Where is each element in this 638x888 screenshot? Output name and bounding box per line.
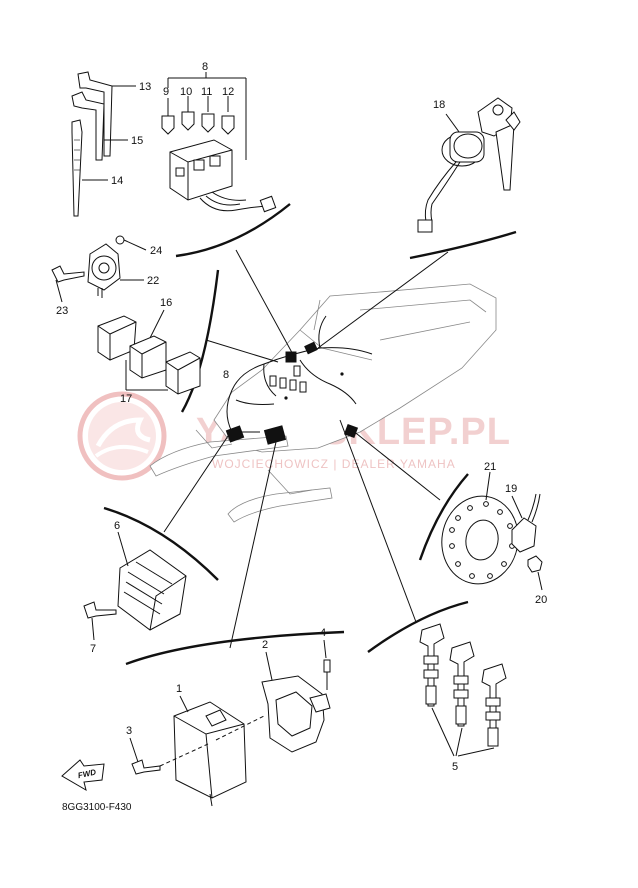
- callout-10: 10: [180, 86, 192, 98]
- forward-arrow-label: FWD: [77, 768, 97, 781]
- callout-1: 1: [176, 683, 182, 695]
- callout-23: 23: [56, 305, 68, 317]
- regulator-group: [83, 531, 187, 641]
- callout-22: 22: [147, 275, 159, 287]
- rotor-group: [441, 471, 543, 591]
- callout-2: 2: [262, 639, 268, 651]
- callout-labels: 8 9 10 11 12 13 15 14 18 24 22 23 16 17 …: [56, 61, 547, 773]
- callout-17: 17: [120, 393, 132, 405]
- diagram-code: 8GG3100-F430: [62, 802, 132, 813]
- callout-18: 18: [433, 99, 445, 111]
- callout-13: 13: [139, 81, 151, 93]
- callout-19: 19: [505, 483, 517, 495]
- callout-16: 16: [160, 297, 172, 309]
- callout-15: 15: [131, 135, 143, 147]
- wire-harness: [225, 315, 373, 445]
- snowmobile-outline: [149, 283, 497, 523]
- callout-6: 6: [114, 520, 120, 532]
- callout-8-top: 8: [202, 61, 208, 73]
- callout-24: 24: [150, 245, 162, 257]
- relay-group: [97, 309, 201, 395]
- callout-3: 3: [126, 725, 132, 737]
- cdi-group: [129, 639, 331, 807]
- forward-arrow-icon: FWD: [61, 759, 105, 792]
- watermark-logo: [77, 391, 167, 481]
- callout-8-mid: 8: [223, 369, 229, 381]
- group-lines: [103, 203, 517, 666]
- callout-12: 12: [222, 86, 234, 98]
- ignition-coil-group: [419, 623, 507, 757]
- clamps-and-ties: [71, 71, 136, 217]
- callout-11: 11: [201, 86, 212, 98]
- callout-14: 14: [111, 175, 123, 187]
- callout-4: 4: [320, 627, 326, 639]
- callout-21: 21: [484, 461, 496, 473]
- main-switch-group: [417, 97, 521, 233]
- callout-20: 20: [535, 594, 547, 606]
- callout-5: 5: [452, 761, 458, 773]
- callout-9: 9: [163, 86, 169, 98]
- callout-7: 7: [90, 643, 96, 655]
- watermark-subtitle: WOJCIECHOWICZ | DEALER YAMAHA: [212, 457, 456, 471]
- sensor-group: [51, 235, 147, 303]
- fuse-box-group: [161, 72, 277, 213]
